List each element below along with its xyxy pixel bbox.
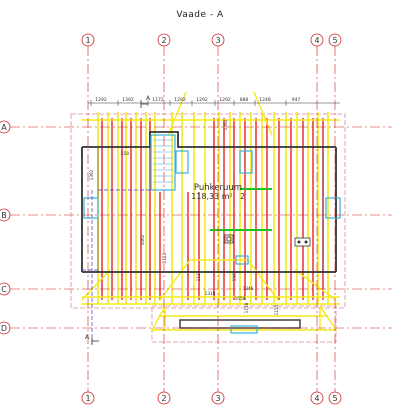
column-axis-label: 1 (85, 394, 90, 403)
column-axis-label: 5 (332, 394, 337, 403)
dimension-labels: 558 1062 1392 1392 1122 1124 1362 1346 1158 1155 1… (89, 119, 279, 315)
stove (294, 237, 311, 247)
row-axis-bubble (0, 120, 11, 134)
row-axis-bubble (0, 321, 11, 335)
room-number: 2 (240, 192, 245, 201)
dimension-value: 1392 (223, 119, 228, 130)
row-axis-label: B (1, 211, 7, 220)
dimension-value: 1058 (235, 296, 246, 301)
row-axis-bubble (0, 282, 11, 296)
column-axis-label: 4 (314, 36, 319, 45)
column-axis-bubble (211, 391, 225, 405)
column-axis-bubble (81, 391, 95, 405)
room-area: 118,33 m² (191, 192, 233, 201)
dimension-value: 1346 (243, 286, 254, 291)
column-axis-label: 4 (314, 394, 319, 403)
column-axis-bubble (157, 391, 171, 405)
top-dimension-value: 1292 (174, 97, 186, 103)
dimension-value: 1155 (274, 304, 279, 315)
top-dimension-chain: 1292 1392 1172 1292 1292 1292 888 1248 947 (90, 97, 301, 106)
column-axis-label: 2 (161, 36, 166, 45)
column-axis-label: 3 (215, 36, 220, 45)
section-letter-top: A (146, 95, 151, 102)
top-dimension-value: 947 (292, 97, 301, 103)
column-axis-label: 1 (85, 36, 90, 45)
yellow-beams (97, 112, 329, 304)
walls (81, 131, 337, 329)
top-dimension-value: 1292 (219, 97, 231, 103)
section-mark-top: A (140, 95, 151, 108)
dimension-value: 1062 (140, 234, 145, 245)
row-axis-label: A (1, 123, 7, 132)
dimension-value: 1362 (232, 270, 237, 281)
dimension-value: 1392 (89, 169, 94, 180)
column-axis-bubble (211, 33, 225, 47)
room-name: Puhkeruum (194, 183, 242, 193)
column-axis-bubble (328, 33, 342, 47)
column-axis-bubble (310, 33, 324, 47)
drawing-title: Vaade - A (176, 10, 224, 20)
row-axis-bubble (0, 208, 11, 222)
section-mark-bottom: A (85, 334, 99, 345)
chimney (224, 234, 234, 244)
top-dimension-value: 1172 (152, 97, 164, 103)
top-dimension-value: 1292 (95, 97, 107, 103)
hidden-lines (82, 189, 150, 345)
column-axis-bubble (310, 391, 324, 405)
dimension-value: 558 (121, 151, 129, 156)
dimension-value: 1124 (196, 270, 201, 281)
top-dimension-value: 1392 (122, 97, 134, 103)
purlins (82, 119, 340, 317)
eave-outline (70, 113, 346, 343)
top-dimension-value: 888 (240, 97, 249, 103)
top-dimension-value: 1292 (196, 97, 208, 103)
column-axis-label: 3 (215, 394, 220, 403)
section-letter-bottom: A (85, 334, 90, 341)
dimension-value: 1158 (244, 302, 249, 313)
column-axis-label: 2 (161, 394, 166, 403)
top-dimension-value: 1248 (259, 97, 271, 103)
stair-hatch (153, 139, 173, 183)
dimension-value: 1310 (205, 291, 216, 296)
hip-lines (81, 91, 338, 331)
row-axis-label: C (1, 285, 7, 294)
green-marks (210, 188, 272, 231)
column-axis-bubble (81, 33, 95, 47)
column-axis-bubble (157, 33, 171, 47)
row-axis-label: D (1, 324, 7, 333)
windows (83, 134, 341, 334)
column-axis-bubble (328, 391, 342, 405)
dimension-value: 1122 (162, 252, 167, 263)
column-axis-label: 5 (332, 36, 337, 45)
